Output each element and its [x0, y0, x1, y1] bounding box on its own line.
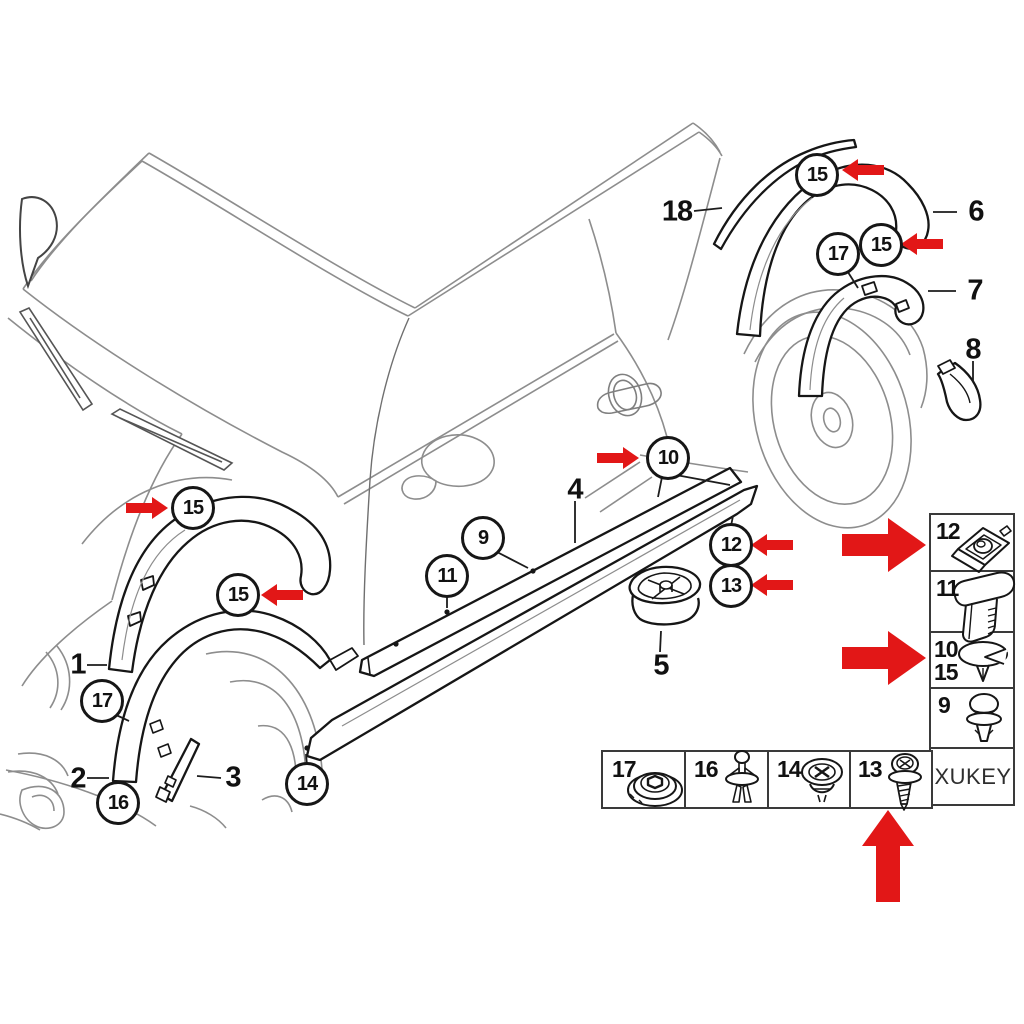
red-arrow-13: [751, 574, 793, 596]
legend-cell-9-label: 9: [938, 692, 951, 718]
callout-15-front-lower: 15: [216, 573, 260, 617]
fastener-icons: [627, 525, 1016, 811]
wipers-and-left-mirror: [18, 196, 234, 471]
row-cell-17-label: 17: [612, 756, 637, 782]
expansion-rivet-icon: [725, 750, 759, 803]
callout-17-rear: 17: [816, 232, 860, 276]
callout-12: 12: [709, 523, 753, 567]
big-red-arrow-cell-12: [842, 518, 926, 572]
callout-15-rear-upper: 15: [795, 153, 839, 197]
red-arrow-15-front-upper: [126, 497, 168, 519]
callout-16: 16: [96, 781, 140, 825]
part-8-bracket: [936, 359, 982, 422]
big-red-arrow-cell-13: [862, 810, 914, 902]
plate-clip-icon: [951, 525, 1012, 573]
big-red-arrow-cell-10-15: [842, 631, 926, 685]
spring-plate-clip-icon: [958, 641, 1008, 682]
row-cell-13-label: 13: [858, 756, 883, 782]
legend-cell-11-label: 11: [936, 575, 959, 601]
part-label-5: 5: [653, 649, 669, 682]
legend-cell-15-label: 15: [934, 659, 959, 685]
part-label-2: 2: [70, 762, 86, 795]
part-18-trim-strip: [712, 138, 858, 251]
detached-parts: [107, 138, 982, 803]
car-body-line-art: [0, 122, 928, 831]
callout-10: 10: [646, 436, 690, 480]
row-cell-14-label: 14: [777, 756, 802, 782]
expanding-clip-icon: [953, 571, 1016, 643]
legend-cell-12-label: 12: [936, 518, 961, 544]
red-arrow-10: [597, 447, 639, 469]
callout-13: 13: [709, 564, 753, 608]
part-label-4: 4: [567, 473, 583, 506]
part-2-front-arch-trim: [111, 609, 359, 784]
part-label-7: 7: [967, 274, 983, 307]
callout-11: 11: [425, 554, 469, 598]
part-7-rear-arch-trim: [797, 274, 925, 398]
callout-15-rear-lower: 15: [859, 223, 903, 267]
part-label-3: 3: [225, 761, 241, 794]
callout-15-front-upper: 15: [171, 486, 215, 530]
callout-17-front: 17: [80, 679, 124, 723]
row-cell-16-label: 16: [694, 756, 719, 782]
part-5-jack-pad: [628, 565, 702, 626]
red-arrow-15-front-lower: [261, 584, 303, 606]
part-3-side-marker: [155, 737, 201, 803]
part-label-18: 18: [661, 195, 693, 228]
legend-cell-10-label: 10: [934, 636, 959, 662]
part-label-6: 6: [968, 195, 984, 228]
washer-screw-icon: [888, 753, 922, 811]
part-4-side-skirt: [304, 466, 759, 762]
part-label-1: 1: [70, 648, 86, 681]
part-label-8: 8: [965, 333, 981, 366]
rivet-clip-icon: [966, 693, 1002, 742]
red-arrow-12: [751, 534, 793, 556]
callout-14: 14: [285, 762, 329, 806]
brand-label: XUKEY: [934, 763, 1012, 789]
door-shutline: [363, 317, 410, 646]
cross-head-clip-icon: [801, 758, 843, 803]
callout-9: 9: [461, 516, 505, 560]
flange-nut-icon: [627, 772, 683, 807]
